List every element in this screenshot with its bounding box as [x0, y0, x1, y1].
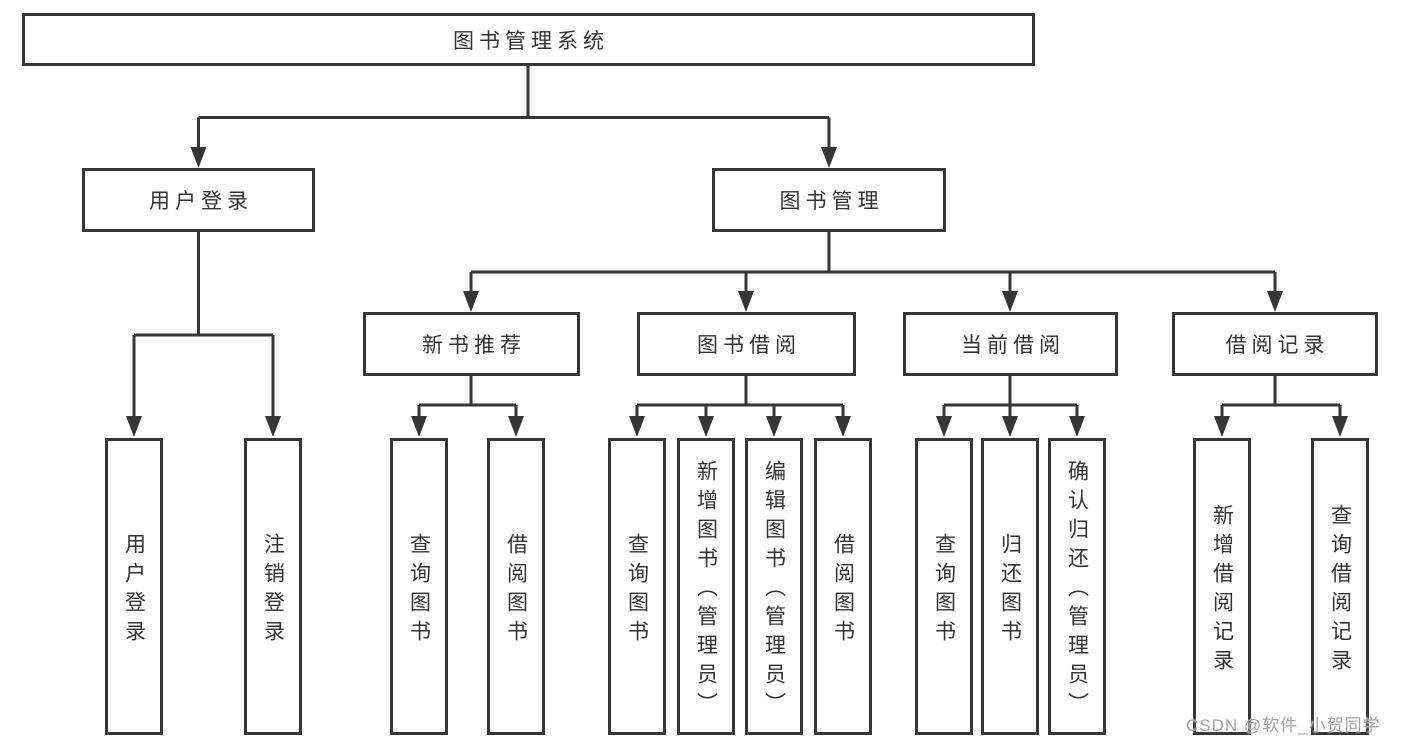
node-borrow-edit-books-admin: 编辑图书（管理员）	[745, 438, 803, 735]
arrow-down-icon	[190, 147, 207, 168]
node-book-management: 图书管理	[712, 168, 946, 232]
arrow-down-icon	[766, 416, 782, 437]
node-book-borrow: 图书借阅	[637, 312, 856, 376]
node-new-book-recommend: 新书推荐	[363, 312, 580, 376]
arrow-down-icon	[698, 416, 714, 437]
node-current-borrow: 当前借阅	[903, 312, 1118, 376]
arrow-down-icon	[835, 416, 851, 437]
arrow-down-icon	[508, 416, 524, 437]
arrow-down-icon	[411, 416, 427, 437]
arrow-down-icon	[1214, 416, 1230, 437]
arrow-down-icon	[463, 291, 479, 312]
arrow-down-icon	[821, 147, 837, 168]
arrow-down-icon	[1002, 416, 1018, 437]
node-borrow-borrow-books: 借阅图书	[814, 438, 872, 735]
node-recommend-borrow-books: 借阅图书	[487, 438, 545, 735]
node-current-confirm-return-admin: 确认归还（管理员）	[1048, 438, 1106, 735]
arrow-down-icon	[936, 416, 952, 437]
watermark: CSDN @软件_小贺同学	[1186, 716, 1381, 735]
node-recommend-query-books: 查询图书	[390, 438, 448, 735]
node-borrow-records: 借阅记录	[1172, 312, 1378, 376]
node-current-return-books: 归还图书	[981, 438, 1039, 735]
arrow-down-icon	[1332, 416, 1348, 437]
node-borrow-add-books-admin: 新增图书（管理员）	[677, 438, 735, 735]
node-user-login: 用户登录	[82, 168, 315, 232]
arrow-down-icon	[265, 416, 281, 437]
arrow-down-icon	[126, 416, 142, 437]
node-records-add-record: 新增借阅记录	[1193, 438, 1251, 735]
arrow-down-icon	[629, 416, 645, 437]
node-user-login-leaf: 用户登录	[105, 438, 163, 735]
node-logout-leaf: 注销登录	[244, 438, 302, 735]
arrow-down-icon	[1267, 291, 1283, 312]
tree-edges	[132, 66, 1342, 420]
node-records-query-record: 查询借阅记录	[1311, 438, 1369, 735]
arrow-down-icon	[1069, 416, 1085, 437]
node-borrow-query-books: 查询图书	[608, 438, 666, 735]
arrow-down-icon	[1002, 291, 1018, 312]
node-root: 图书管理系统	[22, 13, 1035, 66]
node-current-query-books: 查询图书	[915, 438, 973, 735]
arrow-down-icon	[738, 291, 754, 312]
